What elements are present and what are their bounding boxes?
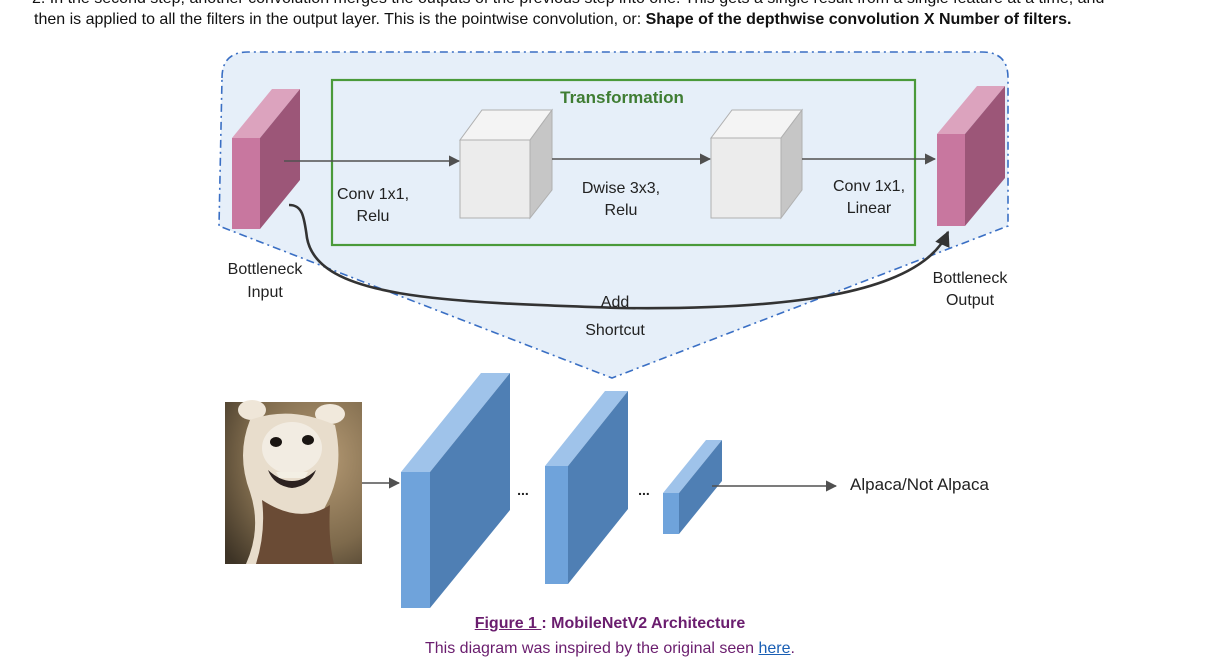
transformation-box: [330, 78, 917, 247]
intro-line-2-plain: then is applied to all the filters in th…: [34, 11, 646, 28]
ellipsis-2: ...: [638, 482, 650, 498]
alpaca-photo-icon: [225, 400, 362, 564]
bottleneck-output-label-line1: Bottleneck: [933, 270, 1009, 287]
bottleneck-output-block-icon: [937, 86, 1005, 226]
conv2-label-line2: Linear: [847, 200, 892, 217]
cnn-block-large: [401, 373, 510, 608]
shortcut-label-line1: Add: [601, 294, 629, 311]
cnn-block-medium: [545, 391, 628, 584]
transformation-title: Transformation: [560, 88, 684, 107]
intro-line-2: then is applied to all the filters in th…: [34, 11, 1216, 29]
figure-caption: Figure 1 : MobileNetV2 Architecture: [0, 615, 1216, 633]
credit-prefix: This diagram was inspired by the origina…: [425, 640, 759, 657]
here-link[interactable]: here: [758, 640, 791, 657]
expansion-cube: [459, 108, 553, 220]
conv1-label-line2: Relu: [357, 208, 390, 225]
figure-credit: This diagram was inspired by the origina…: [0, 640, 1216, 658]
shortcut-label-line2: Shortcut: [585, 322, 645, 339]
shortcut-arrow: [288, 203, 950, 310]
bottleneck-input-label-line1: Bottleneck: [228, 261, 304, 278]
credit-suffix: .: [790, 640, 795, 657]
bottleneck-output-label-line2: Output: [946, 292, 995, 309]
intro-line-2-bold: Shape of the depthwise convolution X Num…: [645, 11, 1072, 28]
dwise-label-line1: Dwise 3x3,: [582, 180, 660, 197]
result-label: Alpaca/Not Alpaca: [850, 475, 989, 494]
intro-line-1: 2. In the second step, another convoluti…: [32, 0, 1216, 8]
figure-1-link[interactable]: Figure 1: [474, 615, 542, 632]
cnn-block-small: [663, 440, 722, 534]
dwise-label-line2: Relu: [605, 202, 638, 219]
conv1-label-line1: Conv 1x1,: [337, 186, 409, 203]
ellipsis-1: ...: [517, 482, 529, 498]
bottleneck-input-label-line2: Input: [247, 284, 283, 301]
depthwise-cube: [710, 108, 803, 220]
figure-title: : MobileNetV2 Architecture: [541, 615, 746, 632]
bottleneck-input-block-icon: [232, 89, 300, 229]
conv2-label-line1: Conv 1x1,: [833, 178, 905, 195]
